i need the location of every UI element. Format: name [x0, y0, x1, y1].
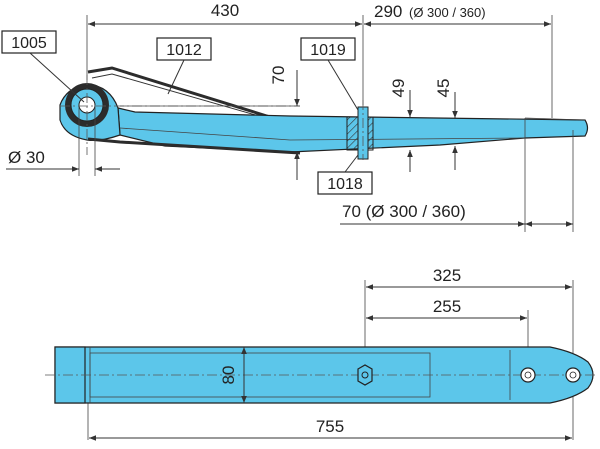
- part-tag-1005: 1005: [11, 35, 47, 52]
- dimension-290-label: 290: [374, 2, 402, 21]
- end-hole-inner: [520, 367, 536, 383]
- dimension-755-label: 755: [316, 417, 344, 436]
- part-tag-1005-box: [1, 30, 57, 54]
- bolt-head: [357, 364, 373, 386]
- dimension-290-note: (Ø 300 / 360): [409, 5, 486, 20]
- leader-1018: [344, 154, 359, 173]
- leader-1019: [327, 59, 359, 111]
- wrapper-leaf: [87, 66, 271, 119]
- dimension-80-label: 80: [219, 366, 238, 385]
- end-hole-outer: [565, 367, 581, 383]
- dimension-255-label: 255: [433, 297, 461, 316]
- dimension-70-vertical-label: 70: [269, 66, 288, 85]
- dimension-325-label: 325: [433, 266, 461, 285]
- dimension-430-label: 430: [211, 1, 239, 20]
- dimension-70-bottom-label: 70 (Ø 300 / 360): [342, 202, 466, 221]
- dimension-eye-label: Ø 30: [8, 148, 45, 167]
- part-tag-1018: 1018: [327, 176, 363, 193]
- part-tag-1019: 1019: [310, 42, 346, 59]
- leader-1012: [167, 59, 185, 95]
- leader-1005: [29, 52, 85, 103]
- dimension-45-label: 45: [434, 79, 453, 98]
- part-tag-1012: 1012: [166, 42, 202, 59]
- side-view: 325 255 80 755: [45, 266, 598, 441]
- top-view: 430 290 (Ø 300 / 360) 70: [1, 1, 589, 232]
- lower-leaf: [87, 137, 301, 155]
- dimension-49-label: 49: [389, 79, 408, 98]
